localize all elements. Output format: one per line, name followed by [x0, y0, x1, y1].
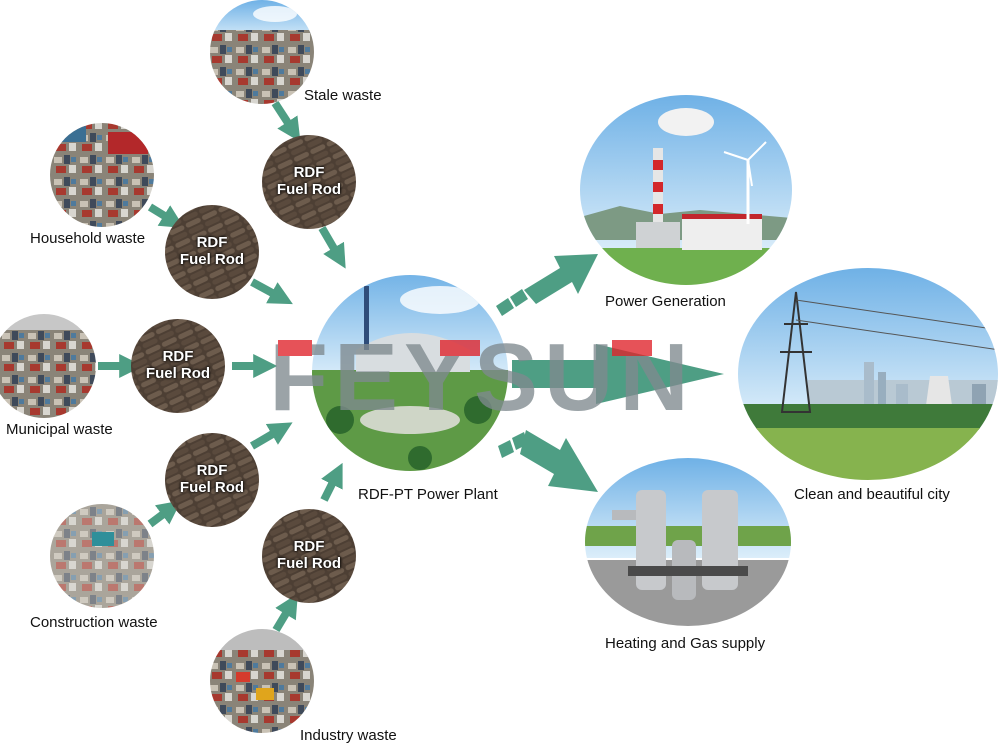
rod-label-line2: Fuel Rod [276, 555, 342, 572]
label-clean-city: Clean and beautiful city [794, 486, 950, 503]
output-arrows [496, 254, 724, 492]
arrow-stale-to-rod [271, 100, 301, 143]
arrow-rod-to-plant-bottom [320, 462, 343, 502]
label-municipal-waste: Municipal waste [6, 421, 113, 438]
rod-circle-household [165, 205, 259, 299]
rod-label-municipal: RDF Fuel Rod [138, 348, 218, 382]
arrow-industry-to-rod [272, 593, 298, 633]
arrow-plant-to-power [496, 254, 598, 316]
heating-gas-photo [585, 458, 791, 626]
label-power-plant: RDF-PT Power Plant [358, 486, 498, 503]
rod-label-household: RDF Fuel Rod [172, 234, 252, 268]
rod-label-industry: RDF Fuel Rod [269, 538, 349, 572]
rod-label-line1: RDF [293, 538, 325, 555]
rod-label-line1: RDF [293, 164, 325, 181]
rod-label-line2: Fuel Rod [179, 479, 245, 496]
rod-label-construction: RDF Fuel Rod [172, 462, 252, 496]
label-power-generation: Power Generation [605, 293, 726, 310]
clean-city-photo [738, 268, 998, 480]
arrow-rod-to-plant-upper-left [250, 278, 293, 305]
arrow-construction-to-rod [147, 500, 182, 528]
rod-circle-industry [262, 509, 356, 603]
rod-circle-stale [262, 135, 356, 229]
rod-label-line1: RDF [162, 348, 194, 365]
construction-waste-photo [50, 504, 154, 608]
input-arrows [98, 100, 346, 633]
rod-label-stale: RDF Fuel Rod [269, 164, 349, 198]
rod-label-line2: Fuel Rod [276, 181, 342, 198]
rod-circle-municipal [131, 319, 225, 413]
rod-label-line2: Fuel Rod [179, 251, 245, 268]
label-heating-gas: Heating and Gas supply [605, 635, 766, 652]
rod-label-line2: Fuel Rod [145, 365, 211, 382]
municipal-waste-photo [0, 314, 96, 418]
rdf-rods [131, 135, 356, 603]
rod-circle-construction [165, 433, 259, 527]
label-stale-waste: Stale waste [304, 87, 382, 104]
label-construction-waste: Construction waste [30, 614, 158, 631]
rod-label-line1: RDF [196, 234, 228, 251]
label-household-waste: Household waste [30, 230, 146, 247]
arrow-plant-to-heating [498, 430, 598, 492]
household-waste-photo [50, 123, 154, 227]
arrow-rod-to-plant-top [318, 225, 346, 269]
rod-label-line1: RDF [196, 462, 228, 479]
arrow-household-to-rod [147, 203, 185, 229]
arrow-rod-to-plant-lower-left [249, 422, 293, 450]
power-generation-photo [580, 95, 792, 285]
stale-waste-photo [210, 0, 314, 104]
feysun-watermark: FEYSUN [269, 324, 688, 431]
label-industry-waste: Industry waste [300, 727, 397, 744]
industry-waste-photo [210, 629, 314, 733]
arrow-plant-to-city [512, 344, 724, 404]
